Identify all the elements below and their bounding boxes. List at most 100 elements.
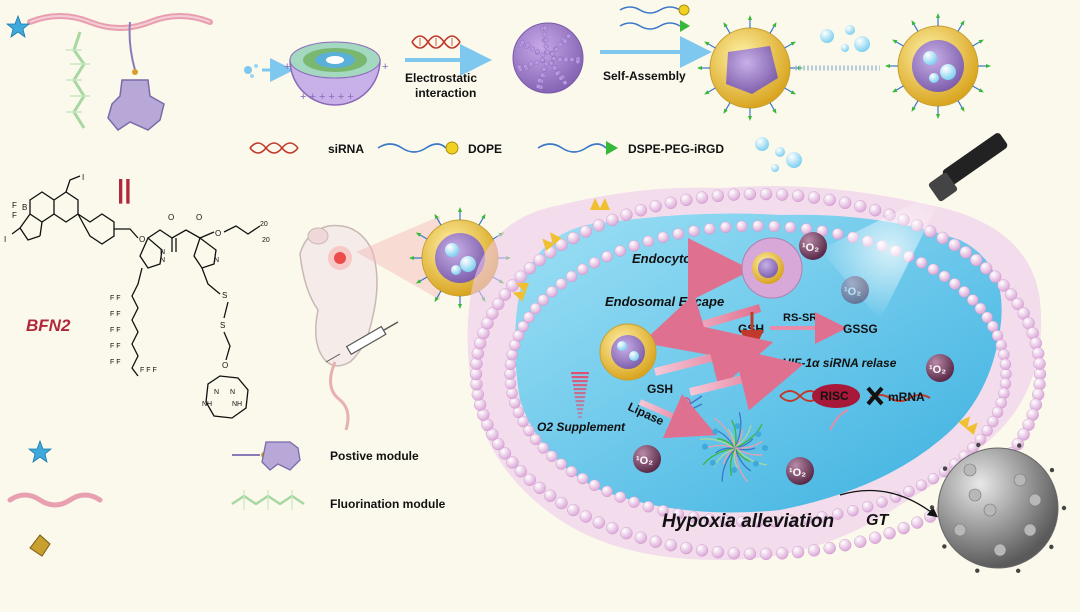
svg-text:F F: F F — [110, 359, 121, 366]
svg-text:F F: F F — [110, 295, 121, 302]
svg-text:¹O₂: ¹O₂ — [929, 364, 946, 376]
dope-legend-icon — [377, 143, 447, 153]
diamond-icon — [29, 534, 51, 557]
label-hif: HIF-1α siRNA relase — [782, 356, 897, 370]
svg-text:NH: NH — [232, 401, 242, 408]
singlet-oxygen-3: ¹O₂ — [633, 445, 661, 473]
label-gt: GT — [866, 512, 889, 529]
cross-icon — [866, 386, 884, 406]
svg-text:20: 20 — [260, 221, 268, 228]
self-assembly-label: Self-Assembly — [603, 69, 686, 83]
svg-text:N: N — [160, 257, 165, 264]
syringe-icon — [325, 321, 399, 363]
svg-text:O: O — [139, 235, 145, 244]
svg-text:N: N — [214, 389, 219, 396]
svg-text:I: I — [4, 235, 6, 244]
svg-text:NH: NH — [202, 401, 212, 408]
dspe-icon — [619, 20, 690, 32]
svg-text:O: O — [222, 361, 228, 370]
nanoparticle-1 — [709, 27, 791, 109]
legend-fluorination-module: Fluorination module — [330, 497, 446, 511]
svg-text:N: N — [230, 389, 235, 396]
svg-text:F: F — [12, 201, 17, 210]
chemical-structure: || F F B I I O O 20 20 O O N N F F F F F… — [4, 173, 270, 419]
label-gssg: GSSG — [843, 322, 878, 336]
legend-sirna: siRNA — [328, 142, 364, 156]
label-endocytosis: Endocytosis — [632, 251, 709, 266]
o2-gradient-bars — [571, 372, 589, 419]
dying-tumor-cell — [929, 442, 1067, 574]
nanoparticle-2 — [897, 25, 979, 107]
svg-text:O: O — [168, 213, 174, 222]
endosome — [741, 237, 803, 299]
label-risc: RISC — [820, 389, 849, 403]
label-gsh-2: GSH — [647, 382, 673, 396]
svg-text:¹O₂: ¹O₂ — [802, 242, 819, 254]
singlet-oxygen-2: ¹O₂ — [926, 354, 954, 382]
svg-text:F F: F F — [110, 311, 121, 318]
label-endosomal-escape: Endosomal Escape — [605, 294, 724, 309]
svg-text:F F: F F — [110, 327, 121, 334]
molecule-name: BFN2 — [26, 316, 71, 335]
svg-text:+: + — [382, 61, 388, 73]
risc-complex: RISC mRNA — [779, 384, 931, 408]
dspe-legend-icon — [537, 143, 607, 153]
svg-text:+: + — [284, 61, 290, 73]
svg-text:+ + + + + +: + + + + + + — [300, 91, 354, 103]
singlet-oxygen-4: ¹O₂ — [786, 457, 814, 485]
peg-spikes — [885, 13, 991, 119]
flashlight-icon — [928, 133, 1008, 202]
star-icon — [27, 439, 53, 463]
peg-chain-icon — [7, 492, 103, 508]
svg-text:20: 20 — [262, 237, 270, 244]
svg-text:S: S — [220, 321, 225, 330]
mouse-icon — [299, 216, 440, 431]
electrostatic-label-2: interaction — [415, 86, 476, 100]
svg-text:F F F: F F F — [140, 367, 157, 374]
svg-text:F: F — [12, 211, 17, 220]
singlet-oxygen-faint: ¹O₂ — [841, 276, 869, 304]
singlet-oxygen-1: ¹O₂ — [799, 232, 827, 260]
positive-module-icon — [261, 441, 301, 471]
legend-dope: DOPE — [468, 142, 502, 156]
sirna-legend-icon — [249, 142, 299, 154]
escaped-nanoparticle — [599, 323, 657, 381]
top-flow: + + + + + + + + Electrostatic interactio… — [244, 4, 991, 121]
svg-text:¹O₂: ¹O₂ — [844, 286, 861, 298]
top-legend: siRNA DOPE DSPE-PEG-iRGD — [249, 137, 802, 172]
svg-text:S: S — [222, 291, 227, 300]
svg-text:O: O — [196, 213, 202, 222]
label-rssr: RS-SR — [783, 312, 817, 324]
mini-polymer-icon — [244, 64, 258, 78]
svg-text:B: B — [22, 203, 27, 212]
sphere-texture — [517, 25, 581, 90]
sirna-icon — [411, 35, 461, 49]
positive-module-icon — [107, 79, 165, 131]
left-legend: Postive module Fluorination module — [7, 439, 446, 557]
svg-text:¹O₂: ¹O₂ — [789, 467, 806, 479]
polymer-structure — [5, 13, 213, 131]
label-mrna: mRNA — [888, 390, 925, 404]
svg-text:O: O — [215, 229, 221, 238]
legend-positive-module: Postive module — [330, 449, 419, 463]
svg-text:N: N — [160, 249, 165, 256]
label-o2-supplement: O2 Supplement — [537, 420, 626, 434]
star-icon — [5, 14, 31, 38]
released-fragments — [699, 412, 768, 483]
equals-symbol: || — [117, 174, 132, 204]
svg-text:¹O₂: ¹O₂ — [636, 455, 653, 467]
electrostatic-label-1: Electrostatic — [405, 71, 477, 85]
receptor-icons — [512, 198, 978, 436]
peg-spikes — [697, 15, 803, 121]
svg-text:F F: F F — [110, 343, 121, 350]
svg-text:I: I — [82, 173, 84, 182]
legend-dspe: DSPE-PEG-iRGD — [628, 142, 724, 156]
cationic-micelle: + + + + + + + + — [284, 41, 388, 106]
bubble-icon — [755, 137, 769, 151]
label-hypoxia-alleviation: Hypoxia alleviation — [662, 511, 834, 532]
dope-icon — [619, 4, 690, 16]
svg-text:N: N — [214, 257, 219, 264]
bubble-icon — [820, 29, 834, 43]
